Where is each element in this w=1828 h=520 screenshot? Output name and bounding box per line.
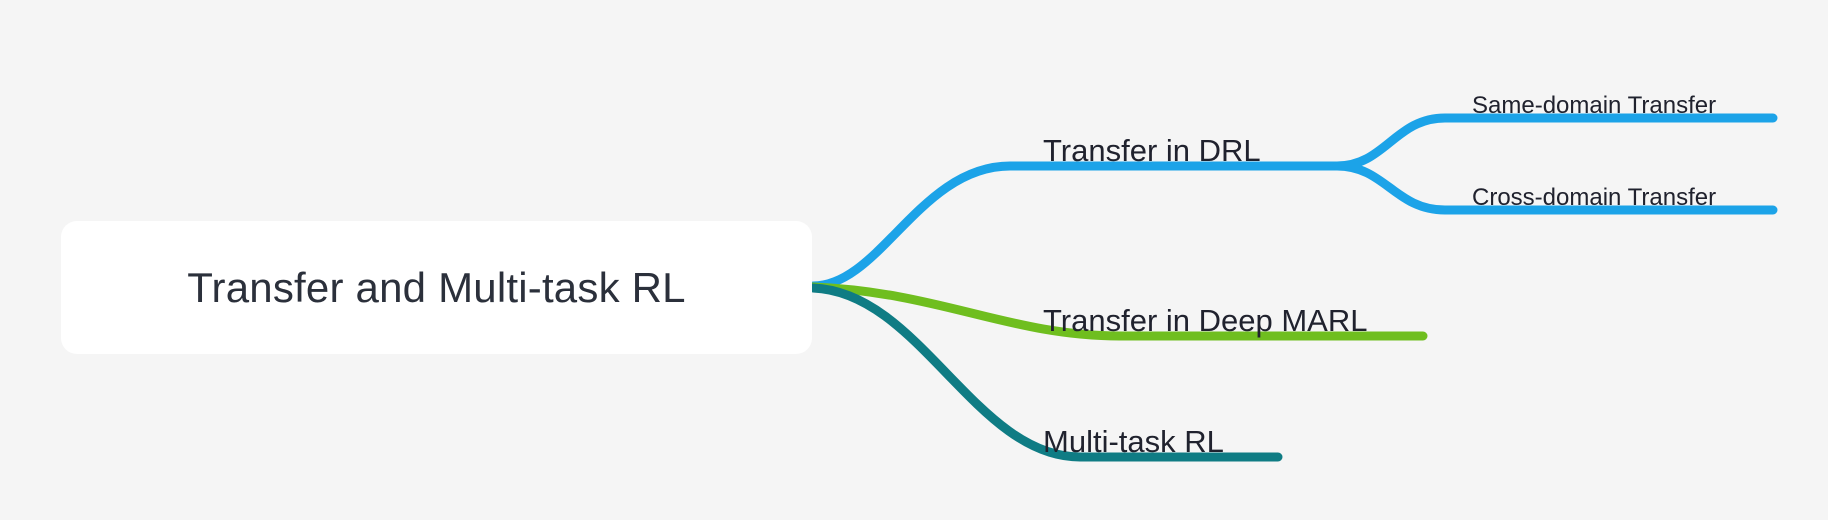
node-transfer-in-drl[interactable]: Transfer in DRL (1043, 133, 1261, 168)
node-cross-domain-transfer[interactable]: Cross-domain Transfer (1472, 184, 1717, 211)
node-multi-task-rl[interactable]: Multi-task RL (1043, 424, 1224, 459)
node-same-domain-transfer[interactable]: Same-domain Transfer (1472, 92, 1717, 119)
node-transfer-in-deep-marl[interactable]: Transfer in Deep MARL (1043, 303, 1368, 338)
root-node-label: Transfer and Multi-task RL (187, 263, 686, 311)
edge-drl-to-same-domain (1332, 113, 1778, 171)
edge-root-to-transfer-in-drl (808, 161, 1342, 291)
root-node[interactable]: Transfer and Multi-task RL (61, 221, 812, 354)
